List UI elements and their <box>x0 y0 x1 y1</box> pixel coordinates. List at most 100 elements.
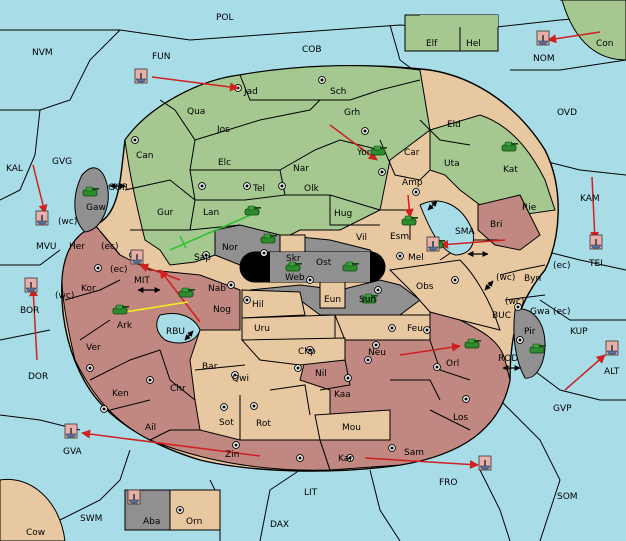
label-tei: TEI <box>588 259 603 269</box>
province-obs[interactable] <box>388 259 501 331</box>
province-elf-hel-top <box>420 15 498 27</box>
support-orders <box>124 212 256 313</box>
label-gvg: GVG <box>52 157 72 167</box>
label-alt: ALT <box>604 367 620 377</box>
label-dor: DOR <box>28 372 48 382</box>
label-gwa: Gwa <box>530 307 550 317</box>
label-ovd: OVD <box>557 108 577 118</box>
label-uta: Uta <box>444 159 460 169</box>
label-kam: KAM <box>580 194 600 204</box>
label-dax: DAX <box>270 520 289 530</box>
label-ark: Ark <box>117 321 133 331</box>
label-bar: Bar <box>202 362 218 372</box>
label-wc-mvu: (wc) <box>58 217 77 227</box>
label-nog: Nog <box>213 305 231 315</box>
label-wc-gwa: (wc) <box>505 297 524 307</box>
region-green-east <box>429 114 556 216</box>
move-orders <box>28 31 606 469</box>
label-nil: Nil <box>315 369 327 379</box>
label-lit: LIT <box>304 488 318 498</box>
label-wc-kor: (wc) <box>55 291 74 301</box>
label-ec-mit: (ec) <box>110 265 128 275</box>
label-rbu: RBU <box>166 327 185 337</box>
label-orn: Orn <box>186 517 202 527</box>
label-her: Her <box>69 242 85 252</box>
label-cob: COB <box>302 45 322 55</box>
label-nom: NOM <box>533 54 555 64</box>
province-labels: POL NVM FUN COB Elf Hel Con NOM OVD Jad … <box>6 13 620 538</box>
sea-sma[interactable] <box>419 200 474 256</box>
label-ail: Ail <box>145 423 156 433</box>
label-mvu: MVU <box>36 242 57 252</box>
label-eun: Eun <box>324 295 341 305</box>
label-nar: Nar <box>293 164 309 174</box>
label-pol: POL <box>216 13 234 23</box>
label-elc: Elc <box>218 158 231 168</box>
label-esm: Esm <box>390 232 409 242</box>
label-hug: Hug <box>334 209 352 219</box>
label-ec-byn: (ec) <box>553 261 571 271</box>
label-nvm: NVM <box>32 48 53 58</box>
label-ver: Ver <box>86 343 101 353</box>
label-jad: Jad <box>243 87 258 97</box>
label-orl: Orl <box>446 359 459 369</box>
label-kal: KAL <box>6 164 23 174</box>
label-swm: SWM <box>80 514 102 524</box>
label-buc: BUC <box>492 311 511 321</box>
label-aba: Aba <box>143 517 160 527</box>
label-tel: Tel <box>252 184 265 194</box>
label-fro: FRO <box>439 478 458 488</box>
label-jos: Jos <box>216 125 230 135</box>
label-ost: Ost <box>316 258 332 268</box>
label-kar: Kar <box>338 454 353 464</box>
label-sam: Sam <box>404 448 424 458</box>
label-wc-byn: (wc) <box>496 273 515 283</box>
label-mou: Mou <box>342 423 361 433</box>
label-elf: Elf <box>426 39 438 49</box>
label-nor: Nor <box>222 243 238 253</box>
label-amp: Amp <box>402 178 423 188</box>
label-sot: Sot <box>219 418 234 428</box>
label-ec-her: (ec) <box>101 242 119 252</box>
label-mel: Mel <box>408 253 424 263</box>
label-gor: GOR <box>108 183 128 193</box>
label-chp: Chp <box>298 347 316 357</box>
province-chp[interactable] <box>240 337 346 366</box>
label-eld: Eld <box>447 120 461 130</box>
label-lan: Lan <box>203 208 219 218</box>
label-sap: Sap <box>194 253 211 263</box>
label-qua: Qua <box>187 107 205 117</box>
label-mit: MIT <box>134 276 150 286</box>
sea-gor[interactable] <box>74 167 109 233</box>
province-hil[interactable] <box>241 289 306 319</box>
province-eun[interactable] <box>319 279 346 309</box>
label-byn: Byn <box>524 274 541 284</box>
label-grh: Grh <box>344 108 360 118</box>
province-pir[interactable] <box>513 308 546 379</box>
label-los: Los <box>453 413 468 423</box>
province-mou[interactable] <box>314 409 391 441</box>
label-bor: BOR <box>20 306 39 316</box>
label-gvp: GVP <box>553 404 572 414</box>
label-kor: Kor <box>81 284 96 294</box>
label-gur: Gur <box>157 208 174 218</box>
label-rod: ROD <box>498 354 518 364</box>
label-yor: Yor <box>356 148 371 158</box>
province-bri[interactable] <box>477 194 541 251</box>
label-qwi: Qwi <box>232 374 249 384</box>
label-nab: Nab <box>208 284 226 294</box>
label-vil: Vil <box>356 233 367 243</box>
label-uru: Uru <box>254 324 270 334</box>
label-neu: Neu <box>368 348 386 358</box>
label-ec-gwa: (ec) <box>553 307 571 317</box>
label-car: Car <box>404 148 420 158</box>
label-zin: Zin <box>225 450 239 460</box>
label-rie: Rie <box>522 203 537 213</box>
label-can: Can <box>136 151 154 161</box>
label-bri: Bri <box>490 220 502 230</box>
label-kat: Kat <box>503 165 518 175</box>
label-hil: Hil <box>252 300 264 310</box>
label-ken: Ken <box>112 389 129 399</box>
label-feu: Feu <box>407 324 423 334</box>
